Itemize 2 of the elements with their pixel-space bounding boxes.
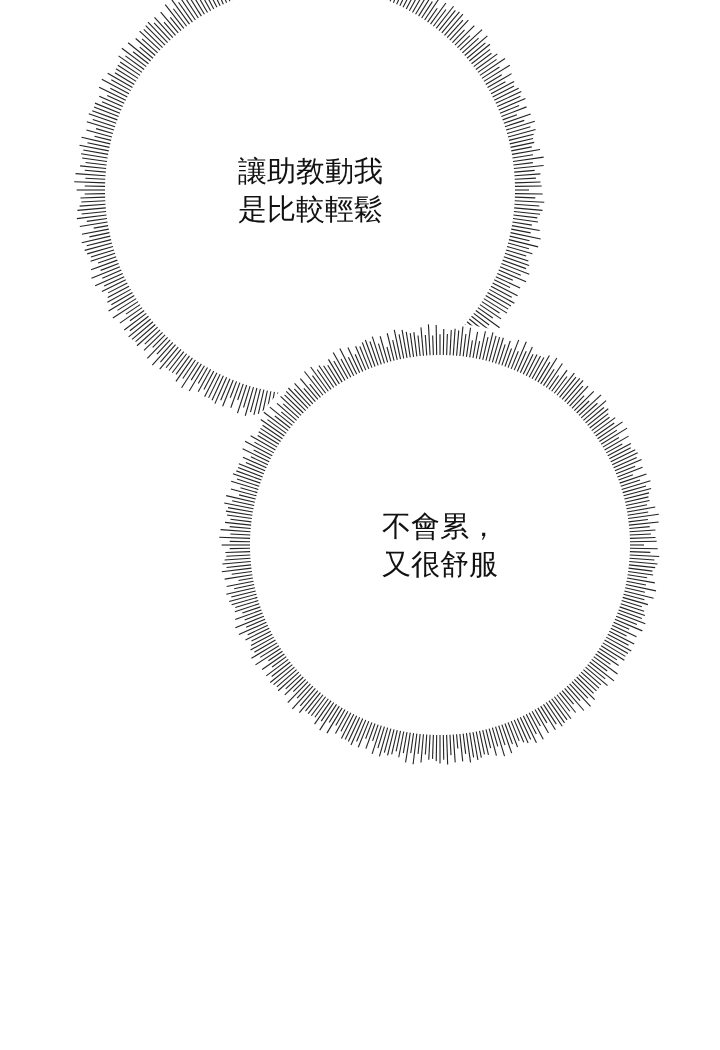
bubble-text: 讓助教動我是比較輕鬆 — [236, 153, 384, 228]
bubble-text: 不會累，又很舒服 — [381, 508, 499, 583]
